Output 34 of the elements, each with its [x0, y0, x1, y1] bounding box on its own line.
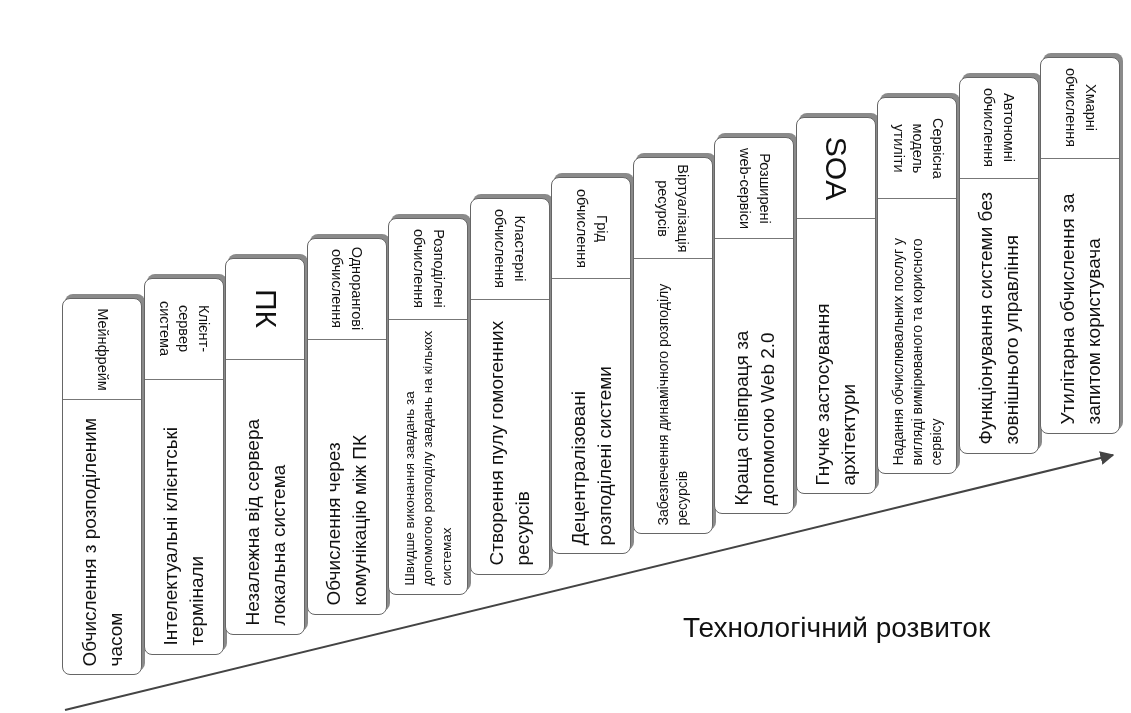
stage-title: Кластерні обчислення	[491, 207, 529, 291]
stage-card	[388, 217, 468, 595]
stage-description: Утилітарна обчислення за запитом користувача	[1054, 192, 1105, 425]
stage-title: Клієнт-сервер система	[155, 300, 213, 359]
stage-description: Гнучке застосування архітектури	[810, 302, 860, 486]
stage-description: Незалежна від сервера локальна система	[239, 418, 289, 626]
stage-title: Сервісна модель утиліти	[888, 116, 946, 181]
stage-description: Інтелектуальні клієнтські термінали	[158, 426, 208, 646]
stage-description: Швидше виконання завдань за допомогою розподілу завдань на кількох системах	[400, 329, 454, 586]
stage-title: Автономні обчислення	[980, 87, 1018, 170]
stage-card	[306, 237, 387, 615]
stage-card	[225, 257, 305, 635]
stage-description: Створення пулу гомогенних ресурсів	[484, 319, 534, 566]
stage-title: Розподілені обчислення	[409, 228, 448, 311]
stage-description: Обчислення з розподіленим часом	[76, 416, 126, 666]
stage-title: Розширені web-сервіси	[735, 146, 774, 231]
stage-description: Краща співпраця за допомогою Web 2.0	[728, 329, 779, 506]
stage-title: Грід обчислення	[572, 187, 611, 270]
stage-title: ПК	[247, 289, 283, 329]
stage-card	[143, 277, 224, 655]
stage-title: Однорангові обчислення	[328, 245, 366, 333]
stage-card	[469, 197, 550, 575]
stage-description: Децентралізовані розподілені системи	[565, 365, 616, 546]
stage-title: Віртуалізація ресурсів	[654, 163, 692, 255]
stage-card	[958, 76, 1039, 454]
stage-title: Мейнфрейм	[93, 307, 112, 391]
stage-description: Функціонування системи без зовнішнього управління	[973, 191, 1023, 445]
stage-description: Обчислення через комунікацію між ПК	[321, 434, 371, 606]
stage-title: Хмарні обчислення	[1061, 67, 1100, 150]
axis-label: Технологічний розвиток	[683, 612, 991, 644]
stage-description: Забезпечення динамічного розподілу ресурсів	[653, 282, 691, 526]
stage-title: SOA	[818, 136, 854, 200]
stage-card	[1040, 56, 1120, 434]
stage-description: Надання обчислювальних послуг у вигляді вимірюваного та корисного сервісу	[888, 236, 945, 465]
